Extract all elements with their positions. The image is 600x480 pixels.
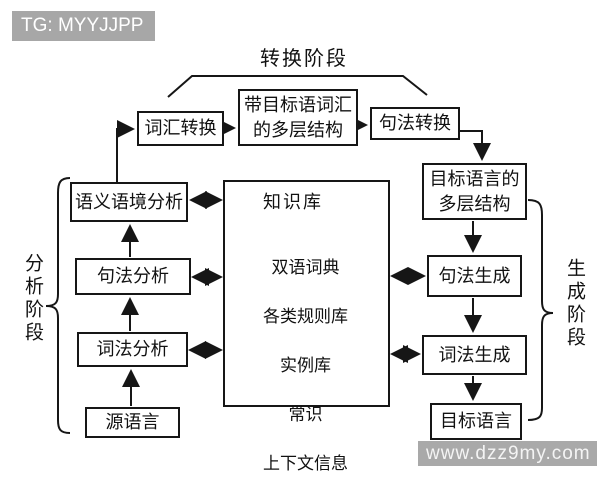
knowledge-base-item: 双语词典 [271,257,340,277]
generation-stage-label: 生成阶段 [564,258,585,350]
node-syntactic-generation: 句法生成 [427,255,522,297]
node-syntactic-transfer: 句法转换 [370,107,460,140]
knowledge-base-item: 各类规则库 [263,306,348,326]
analysis-stage-brace [45,177,71,434]
transfer-stage-bracket [167,75,428,98]
knowledge-base-item: 常识 [288,404,323,424]
knowledge-base-box: 知识库 双语词典 各类规则库 实例库 常识 上下文信息 [223,180,390,473]
site-watermark-text: www.dzz9my.com [426,442,591,464]
node-lexical-transfer: 词汇转换 [137,111,224,146]
transfer-stage-label: 转换阶段 [260,48,348,70]
tg-banner: TG: MYYJJPP [12,11,155,41]
knowledge-base-item: 实例库 [280,355,331,375]
generation-stage-brace [527,199,554,421]
node-semantic-context-analysis: 语义语境分析 [70,182,188,222]
knowledge-base-item: 上下文信息 [263,453,348,473]
knowledge-base-title: 知识库 [263,192,323,212]
node-target-language: 目标语言 [430,403,522,440]
analysis-stage-label: 分析阶段 [22,253,43,345]
node-target-language-multilayer: 目标语言的 多层结构 [422,163,527,220]
tg-banner-text: TG: MYYJJPP [21,15,144,36]
knowledge-base-items: 双语词典 各类规则库 实例库 常识 上下文信息 [263,231,348,480]
node-syntactic-analysis: 句法分析 [75,258,191,295]
node-target-lexicon-multilayer: 带目标语词汇 的多层结构 [238,89,358,146]
node-lexical-generation: 词法生成 [422,335,527,375]
node-lexical-analysis: 词法分析 [77,332,188,367]
arrow-syntactic-transfer-to-target-multilayer [460,130,491,161]
arrow-semantic-analysis-to-lexical-transfer [116,120,135,182]
site-watermark: www.dzz9my.com [418,441,597,466]
node-source-language: 源语言 [85,407,180,438]
